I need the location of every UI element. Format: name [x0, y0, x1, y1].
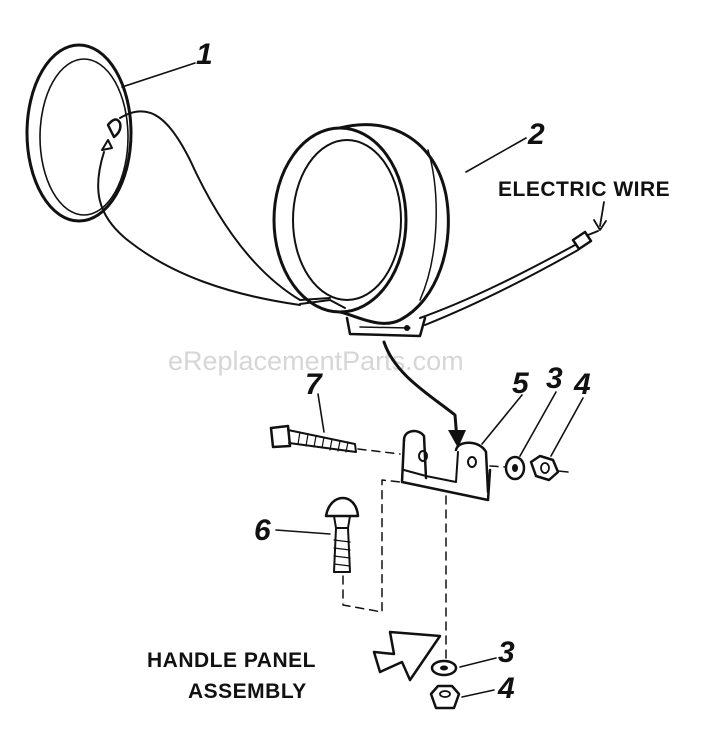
callout-part-5: 5	[512, 367, 530, 400]
bracket-part-5	[400, 429, 506, 502]
headlight-housing	[272, 123, 450, 338]
handle-panel-arrow	[372, 630, 442, 682]
label-handle-panel: HANDLE PANEL	[147, 649, 316, 672]
callout-part-6: 6	[254, 514, 271, 547]
watermark-text: eReplacementParts.com	[168, 346, 464, 376]
label-electric-wire: ELECTRIC WIRE	[498, 178, 670, 201]
callout-part-4-upper: 4	[573, 368, 591, 401]
callout-leaders	[121, 62, 584, 698]
nut-part-4-lower	[429, 684, 461, 710]
washer-part-3-lower	[430, 659, 458, 677]
washer-part-3-upper	[504, 455, 526, 481]
callout-part-1: 1	[196, 38, 213, 71]
carriage-bolt-part-6	[324, 479, 401, 613]
nut-part-4-upper	[529, 454, 569, 482]
lens-wires	[97, 110, 331, 306]
callout-part-3-lower: 3	[498, 636, 515, 669]
label-assembly: ASSEMBLY	[188, 680, 307, 703]
callout-part-2: 2	[527, 118, 545, 151]
electric-wire	[419, 201, 607, 326]
callout-part-4-lower: 4	[497, 672, 515, 705]
assembly-arrow	[382, 340, 466, 448]
callout-part-7: 7	[305, 368, 323, 401]
callout-part-3-upper: 3	[546, 362, 563, 395]
headlight-lens	[25, 43, 133, 223]
bolt-part-7	[269, 424, 401, 455]
